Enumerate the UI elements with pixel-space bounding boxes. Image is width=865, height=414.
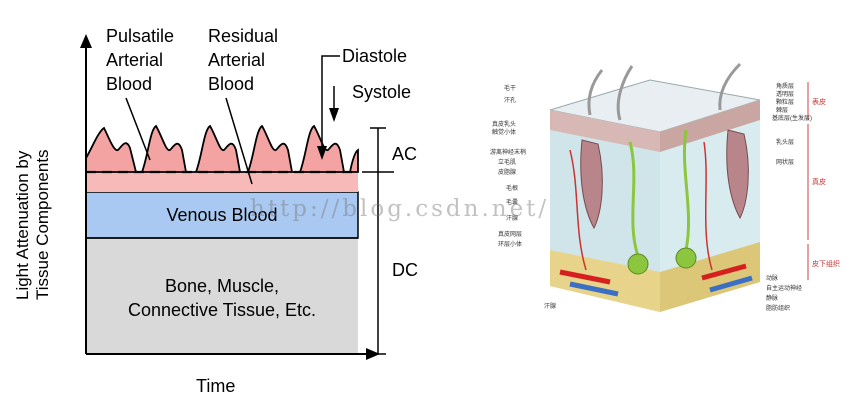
sweat-gland-coil-2: [675, 247, 697, 269]
diastole-pointer: [321, 55, 340, 150]
label-hair-follicle: 毛囊: [506, 198, 518, 206]
label-artery: 动脉: [766, 274, 778, 282]
dc-label: DC: [392, 260, 418, 280]
diastole-arrowhead: [317, 146, 327, 160]
y-axis-label-line2: Tissue Components: [33, 149, 52, 300]
left-labels: 毛干 汗孔 真皮乳头 触觉小体 游离神经末梢 立毛肌 皮脂腺 毛根 毛囊 汗腺 …: [490, 84, 526, 248]
residual-arterial-region: [86, 172, 358, 192]
label-stratum-corneum: 角质层: [776, 82, 794, 90]
dermis-label: 真皮: [812, 177, 826, 186]
vein-right: [709, 275, 753, 293]
bone-label-1: Bone, Muscle,: [165, 276, 279, 296]
label-vein: 静脉: [766, 294, 778, 302]
pulsatile-label-2: Arterial: [106, 50, 163, 70]
capillary-1: [569, 149, 587, 271]
label-sweat-gland-bottom: 汗腺: [544, 302, 556, 310]
residual-pointer: [225, 97, 253, 185]
y-axis-label-line1: Light Attenuation by: [13, 150, 32, 300]
label-pacinian-corpuscle: 环层小体: [498, 240, 522, 248]
sweat-gland-coil-1: [627, 253, 649, 275]
label-sweat-gland-left: 汗腺: [506, 214, 518, 222]
label-pore: 汗孔: [504, 96, 516, 104]
sweat-duct-1: [628, 141, 640, 257]
label-autonomic-nerve: 自主运动神经: [766, 284, 802, 292]
label-nerve-ending: 游离神经末梢: [490, 148, 526, 156]
artery-right: [701, 263, 747, 281]
hair-2: [616, 65, 634, 121]
y-axis-arrow: [80, 34, 92, 48]
diastole-label: Diastole: [342, 46, 407, 66]
label-arrector-pili: 立毛肌: [498, 158, 516, 166]
hair-1: [587, 69, 604, 116]
label-stratum-granulosum: 颗粒层: [776, 98, 794, 106]
watermark-text: http://blog.csdn.net/: [250, 196, 550, 222]
hair-follicle-right: [726, 129, 749, 220]
label-stratum-basale: 基底层(生发层): [772, 114, 812, 122]
ac-label: AC: [392, 144, 417, 164]
residual-label-2: Arterial: [208, 50, 265, 70]
subcutis-label: 皮下组织: [812, 259, 840, 268]
label-dermal-papilla: 真皮乳头: [492, 120, 516, 128]
systole-label: Systole: [352, 82, 411, 102]
right-bottom-labels: 动脉 自主运动神经 静脉 脂肪组织: [766, 274, 802, 312]
label-reticular-dermis: 真皮网层: [498, 230, 522, 238]
label-papillary-layer: 乳头层: [776, 138, 794, 146]
skin-cross-section-illustration: 表皮 真皮 皮下组织 毛干 汗孔 真皮乳头 触觉小体 游离神经末梢 立毛肌 皮脂…: [490, 62, 840, 312]
capillary-2: [703, 141, 713, 271]
x-axis-label: Time: [196, 376, 235, 396]
label-hair-root: 毛根: [506, 184, 518, 192]
residual-label-1: Residual: [208, 26, 278, 46]
label-reticular-layer: 网状层: [776, 158, 794, 166]
ppg-attenuation-diagram: Light Attenuation by Tissue Components T…: [13, 26, 418, 396]
label-stratum-spinosum: 棘层: [776, 106, 788, 114]
pulsatile-waveform: [85, 124, 359, 173]
systole-arrowhead: [329, 108, 339, 122]
label-stratum-lucidum: 透明层: [776, 90, 794, 98]
label-tactile-corpuscle: 触觉小体: [492, 128, 516, 136]
hair-3: [718, 62, 742, 111]
label-hair-shaft: 毛干: [504, 84, 516, 92]
tissue-region: [86, 238, 358, 354]
artery: [559, 269, 611, 285]
residual-label-3: Blood: [208, 74, 254, 94]
vein: [569, 281, 619, 297]
hair-follicle-left: [580, 139, 603, 230]
label-sebaceous-gland: 皮脂腺: [498, 168, 516, 176]
venous-blood-region: [85, 191, 359, 239]
bone-label-2: Connective Tissue, Etc.: [128, 300, 316, 320]
pulsatile-pointer: [125, 97, 151, 161]
label-adipose-tissue: 脂肪组织: [766, 304, 790, 312]
right-top-labels: 角质层 透明层 颗粒层 棘层 基底层(生发层) 乳头层 网状层: [772, 82, 812, 166]
epidermis-front: [550, 110, 660, 152]
epidermis-label: 表皮: [812, 97, 826, 106]
pulsatile-label-3: Blood: [106, 74, 152, 94]
sweat-duct-2: [682, 129, 691, 251]
venous-blood-label: Venous Blood: [166, 205, 277, 225]
pulsatile-label-1: Pulsatile: [106, 26, 174, 46]
